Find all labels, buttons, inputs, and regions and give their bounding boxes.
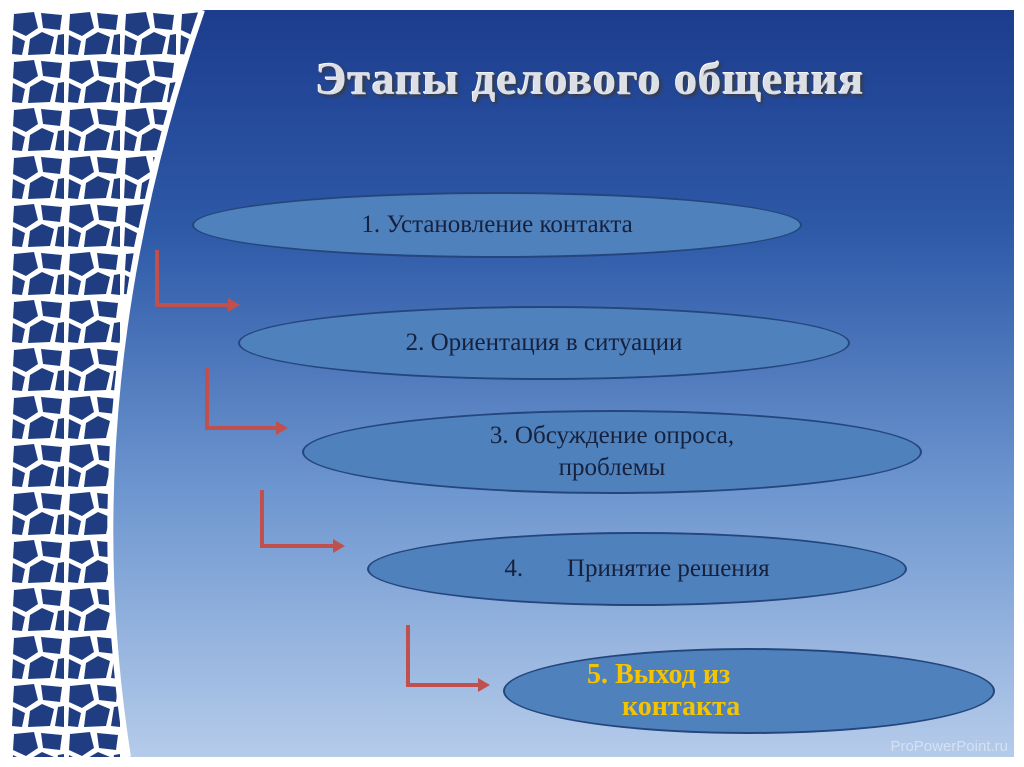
arrow-head-icon <box>333 539 345 553</box>
stage-label: 2. Ориентация в ситуации <box>405 329 683 356</box>
arrow-head-icon <box>478 678 490 692</box>
arrow-head-icon <box>228 298 240 312</box>
step-arrow <box>260 490 335 548</box>
arrow-head-icon <box>276 421 288 435</box>
stage-label: 4. Принятие решения <box>504 555 770 582</box>
stage-label: 3. Обсуждение опроса, проблемы <box>489 422 735 481</box>
stage-label: 1. Установление контакта <box>361 211 633 238</box>
step-arrow <box>205 368 278 430</box>
stage-1-oval: 1. Установление контакта <box>192 192 802 258</box>
stage-label: 5. Выход из контакта <box>587 659 741 722</box>
step-arrow <box>155 250 230 307</box>
stage-4-oval: 4. Принятие решения <box>367 532 907 606</box>
slide-title: Этапы делового общения <box>315 53 865 104</box>
watermark: ProPowerPoint.ru <box>890 738 1008 755</box>
stage-2-oval: 2. Ориентация в ситуации <box>238 306 850 380</box>
stage-3-oval: 3. Обсуждение опроса, проблемы <box>302 410 922 494</box>
mosaic-decoration <box>10 10 490 757</box>
stage-5-oval: 5. Выход из контакта <box>503 648 995 734</box>
step-arrow <box>406 625 480 687</box>
slide: Этапы делового общения 1. Установление к… <box>10 10 1014 757</box>
